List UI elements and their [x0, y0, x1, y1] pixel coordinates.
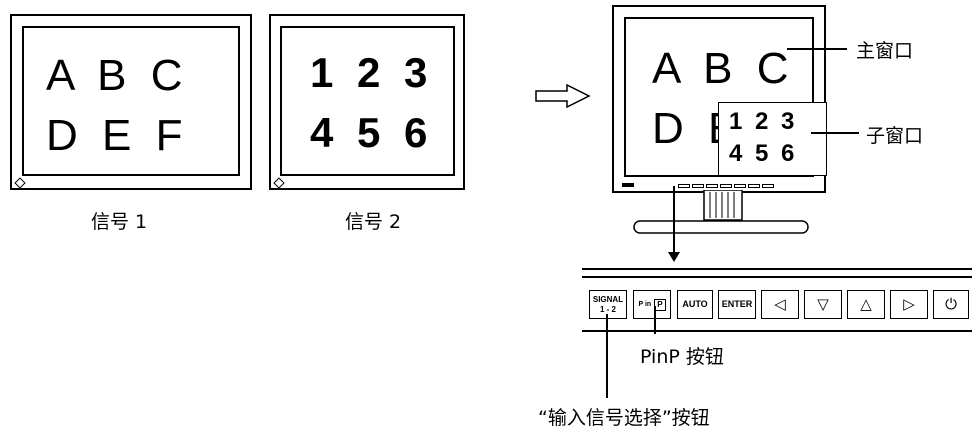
signal1-row1: A B C: [46, 51, 189, 100]
signal2-screen: 1 2 3 4 5 6: [280, 26, 455, 176]
front-button: [692, 184, 704, 188]
main-window-label: 主窗口: [856, 40, 914, 62]
auto-button[interactable]: AUTO: [677, 290, 713, 319]
sub-window: 1 2 3 4 5 6: [718, 102, 827, 176]
pinp-button-box: P: [654, 298, 666, 311]
signal1-row2: D E F: [46, 111, 189, 160]
panel-top-line: [582, 268, 972, 270]
hollow-right-arrow-icon: [535, 84, 591, 108]
pinp-button[interactable]: P in P: [633, 290, 671, 319]
pinp-button-label: P in: [638, 301, 652, 308]
signal-select-label: “输入信号选择”按钮: [538, 407, 710, 429]
panel-top-line-2: [582, 276, 972, 278]
panel-bottom-line: [582, 330, 972, 332]
signal-button-bottom: 1 - 2: [599, 304, 616, 314]
power-icon[interactable]: ⏻: [933, 290, 969, 319]
pointer-arrowhead: [668, 252, 680, 262]
right-arrow-icon[interactable]: ▷: [890, 290, 928, 319]
front-button: [706, 184, 718, 188]
main-row1: A B C: [652, 44, 795, 93]
left-arrow-icon[interactable]: ◁: [761, 290, 799, 319]
front-button: [734, 184, 746, 188]
signal-leader: [606, 314, 608, 398]
main-window-leader: [787, 48, 847, 50]
signal2-caption: 信号 2: [345, 211, 402, 233]
pinp-leader: [654, 306, 656, 334]
sub-window-label: 子窗口: [866, 125, 924, 147]
pinp-label: PinP 按钮: [640, 346, 724, 368]
combined-screen: A B C D E 1 2 3 4 5 6: [624, 17, 827, 177]
diamond-icon: [14, 177, 26, 189]
up-arrow-icon[interactable]: △: [847, 290, 885, 319]
front-button: [678, 184, 690, 188]
logo-mark: [622, 183, 634, 187]
sub-window-leader: [811, 132, 859, 134]
signal-button-top: SIGNAL: [592, 294, 624, 304]
signal-select-button[interactable]: SIGNAL 1 - 2: [589, 290, 627, 319]
signal2-row2: 4 5 6: [310, 109, 434, 156]
signal2-monitor: 1 2 3 4 5 6: [269, 14, 465, 190]
down-arrow-icon[interactable]: ▽: [804, 290, 842, 319]
enter-button[interactable]: ENTER: [718, 290, 756, 319]
monitor-stand: [633, 190, 809, 234]
diamond-icon: [273, 177, 285, 189]
signal1-caption: 信号 1: [91, 211, 148, 233]
sub-row2: 4 5 6: [729, 140, 798, 167]
front-button: [748, 184, 760, 188]
signal2-row1: 1 2 3: [310, 49, 434, 96]
sub-row1: 1 2 3: [729, 108, 798, 135]
signal1-screen: A B C D E F: [22, 26, 240, 176]
signal1-monitor: A B C D E F: [10, 14, 252, 190]
combined-monitor: A B C D E 1 2 3 4 5 6: [612, 5, 827, 193]
front-button: [720, 184, 732, 188]
pointer-line: [673, 186, 675, 254]
front-button: [762, 184, 774, 188]
